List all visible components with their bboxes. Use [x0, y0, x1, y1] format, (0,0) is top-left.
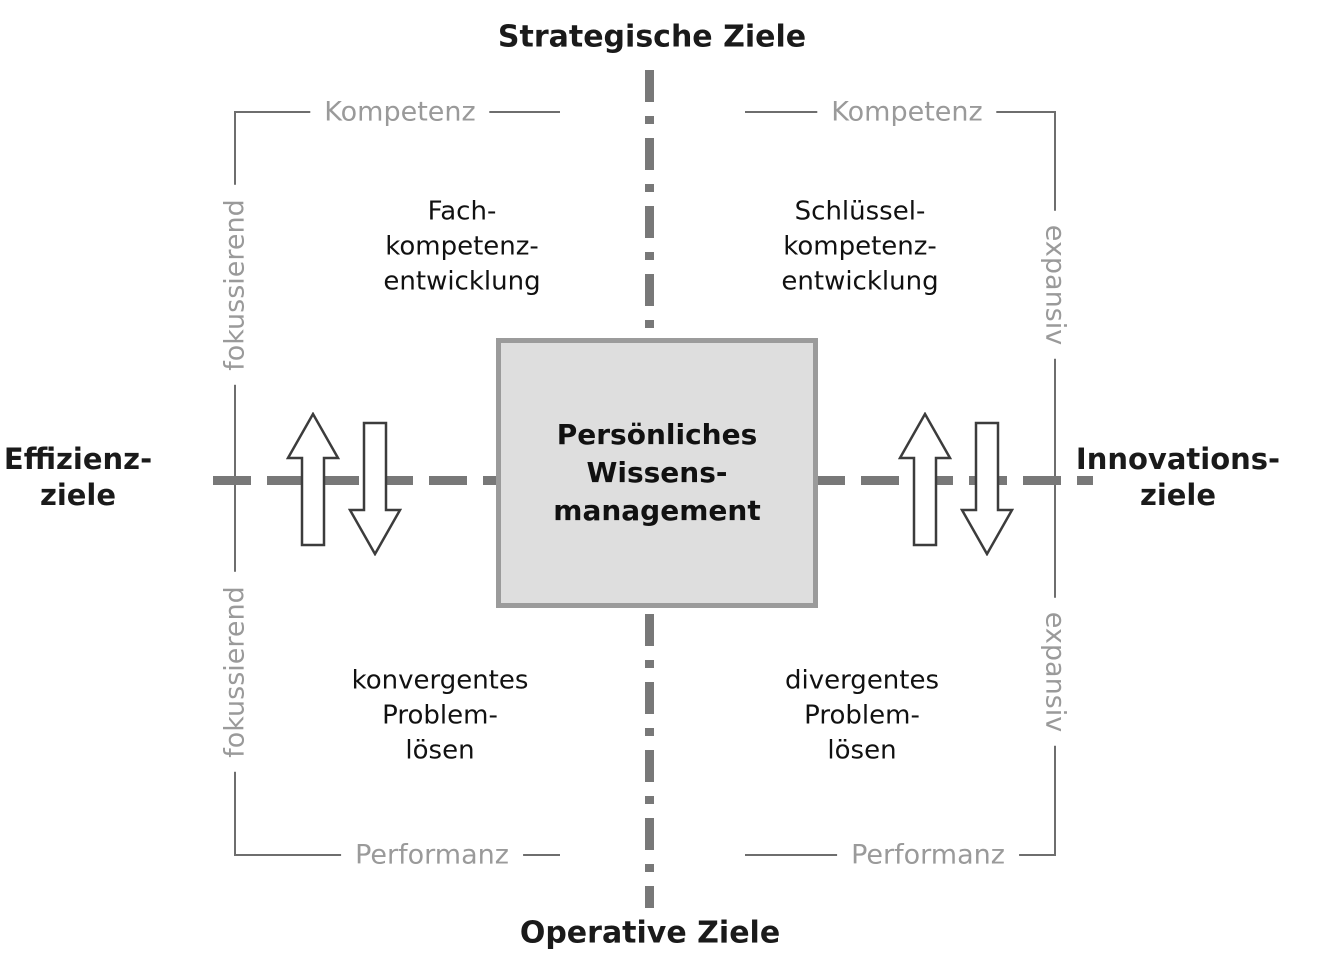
axis-title-efficiency-line1: Effizienz- [3, 442, 153, 476]
quadrant-tr-line2: kompetenz- [783, 231, 937, 262]
axis-title-innovation-goals: Innovations- ziele [1076, 441, 1280, 513]
axis-title-strategic-goals: Strategische Ziele [497, 19, 807, 55]
quadrant-br-line3: lösen [827, 735, 897, 766]
center-box-line3: management [553, 494, 761, 527]
quadrant-tl-line2: kompetenz- [385, 231, 539, 262]
bracket-label-performanz-right: Performanz [837, 839, 1019, 871]
bracket-label-kompetenz-right: Kompetenz [817, 96, 997, 128]
bracket-label-fokussierend-upper: fokussierend [219, 185, 251, 385]
bracket-label-performanz-left: Performanz [341, 839, 523, 871]
quadrant-top-right-label: Schlüssel- kompetenz- entwicklung [781, 195, 938, 300]
bracket-label-kompetenz-left: Kompetenz [310, 96, 490, 128]
bracket-label-fokussierend-lower: fokussierend [219, 572, 251, 772]
quadrant-br-line1: divergentes [784, 665, 940, 696]
quadrant-tr-line3: entwicklung [781, 266, 939, 297]
center-box-line1: Persönliches [556, 418, 758, 451]
quadrant-bottom-left-label: konvergentes Problem- lösen [352, 664, 529, 769]
quadrant-tl-line3: entwicklung [383, 266, 541, 297]
bracket-label-expansiv-upper: expansiv [1039, 210, 1071, 360]
center-box-line2: Wissens- [586, 456, 728, 489]
axis-title-operative-goals: Operative Ziele [519, 915, 781, 951]
center-box-personal-knowledge-management: Persönliches Wissens- management [496, 338, 818, 608]
quadrant-top-left-label: Fach- kompetenz- entwicklung [383, 195, 540, 300]
quadrant-br-line2: Problem- [804, 700, 920, 731]
down-arrow-icon-right [960, 421, 1014, 556]
quadrant-tr-line1: Schlüssel- [794, 196, 926, 227]
axis-title-efficiency-goals: Effizienz- ziele [4, 441, 152, 513]
axis-title-innovation-line2: ziele [1139, 478, 1217, 512]
up-arrow-icon-left [286, 412, 340, 547]
center-box-text: Persönliches Wissens- management [553, 416, 760, 530]
bracket-label-expansiv-lower: expansiv [1039, 597, 1071, 747]
axis-title-efficiency-line2: ziele [39, 478, 117, 512]
quadrant-bl-line2: Problem- [382, 700, 498, 731]
quadrant-tl-line1: Fach- [427, 196, 497, 227]
up-arrow-icon-right [898, 412, 952, 547]
axis-title-innovation-line1: Innovations- [1075, 442, 1281, 476]
quadrant-bottom-right-label: divergentes Problem- lösen [785, 664, 939, 769]
quadrant-bl-line1: konvergentes [351, 665, 529, 696]
quadrant-bl-line3: lösen [405, 735, 475, 766]
down-arrow-icon-left [348, 421, 402, 556]
